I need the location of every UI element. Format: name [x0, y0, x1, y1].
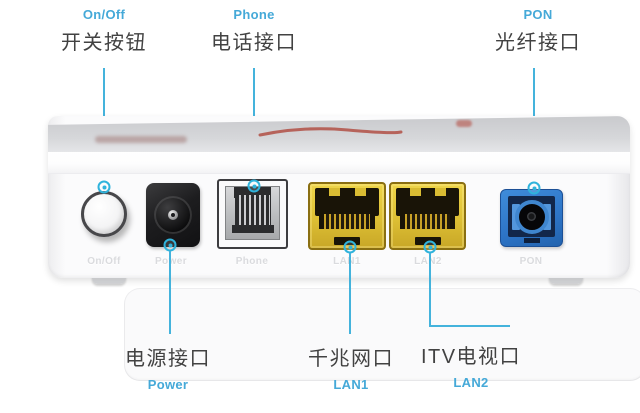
power-button [81, 191, 127, 237]
phone-rj11-port [217, 179, 288, 249]
phone-port-module [225, 186, 280, 240]
phone-en-label: Phone [233, 7, 275, 22]
marker-pon [527, 181, 541, 195]
phone-port-contacts [234, 195, 271, 229]
brand-logo-mark [95, 136, 187, 143]
lan1-opening [315, 188, 379, 216]
device-front-bevel [48, 152, 630, 174]
marker-power [163, 238, 177, 252]
lan2-opening [396, 188, 459, 216]
power-jack-port [146, 183, 200, 247]
power-en-label: Power [147, 377, 189, 392]
callout-pon: PON 光纤接口 [495, 7, 581, 55]
lan2-contacts [400, 214, 455, 229]
on-off-en-label: On/Off [82, 7, 126, 22]
pon-port-notch [523, 238, 540, 243]
callout-lan1: 千兆网口 LAN1 [308, 342, 394, 392]
callout-phone: Phone 电话接口 [211, 7, 297, 55]
lan2-en-label: LAN2 [453, 375, 489, 390]
device-top-face [48, 116, 630, 153]
callout-on-off: On/Off 开关按钮 [61, 7, 147, 55]
brand-logo-dot [456, 120, 472, 127]
marker-on-off [97, 180, 111, 194]
pon-sc-fiber-port [500, 189, 563, 247]
lan2-zh-label: ITV电视口 [420, 346, 522, 368]
pon-port-ferrule [514, 199, 549, 234]
port-recess-panel [124, 288, 640, 381]
marker-phone [247, 179, 261, 193]
lan1-zh-label: 千兆网口 [308, 348, 394, 370]
brand-swoosh-icon [258, 127, 403, 137]
embossed-label-lan2: LAN2 [414, 256, 442, 267]
embossed-label-pon: PON [519, 256, 543, 267]
callout-lan2: ITV电视口 LAN2 [421, 340, 521, 390]
lan1-contacts [319, 214, 375, 229]
embossed-label-power: Power [154, 256, 188, 267]
lan1-en-label: LAN1 [333, 377, 369, 392]
phone-zh-label: 电话接口 [211, 32, 297, 54]
leader-line-power [169, 251, 171, 334]
phone-port-opening [234, 187, 271, 198]
ont-device-rear-panel [48, 116, 640, 381]
lan2-rj45-port [389, 182, 466, 250]
phone-port-slot [231, 225, 274, 233]
pon-port-cavity [508, 196, 555, 237]
marker-lan1 [343, 240, 357, 254]
embossed-label-lan1: LAN1 [333, 256, 361, 267]
embossed-label-onoff: On/Off [87, 256, 121, 267]
marker-lan2 [423, 240, 437, 254]
leader-line-lan2-vertical [429, 253, 431, 327]
leader-line-lan1 [349, 253, 351, 334]
on-off-zh-label: 开关按钮 [61, 32, 147, 54]
pon-en-label: PON [523, 7, 553, 22]
leader-line-lan2-horizontal [429, 325, 510, 327]
lan1-rj45-port [308, 182, 386, 250]
power-jack-pin [168, 210, 178, 220]
embossed-label-phone: Phone [235, 256, 269, 267]
callout-power: 电源接口 Power [125, 342, 211, 392]
power-zh-label: 电源接口 [125, 348, 211, 370]
pon-zh-label: 光纤接口 [495, 32, 581, 54]
